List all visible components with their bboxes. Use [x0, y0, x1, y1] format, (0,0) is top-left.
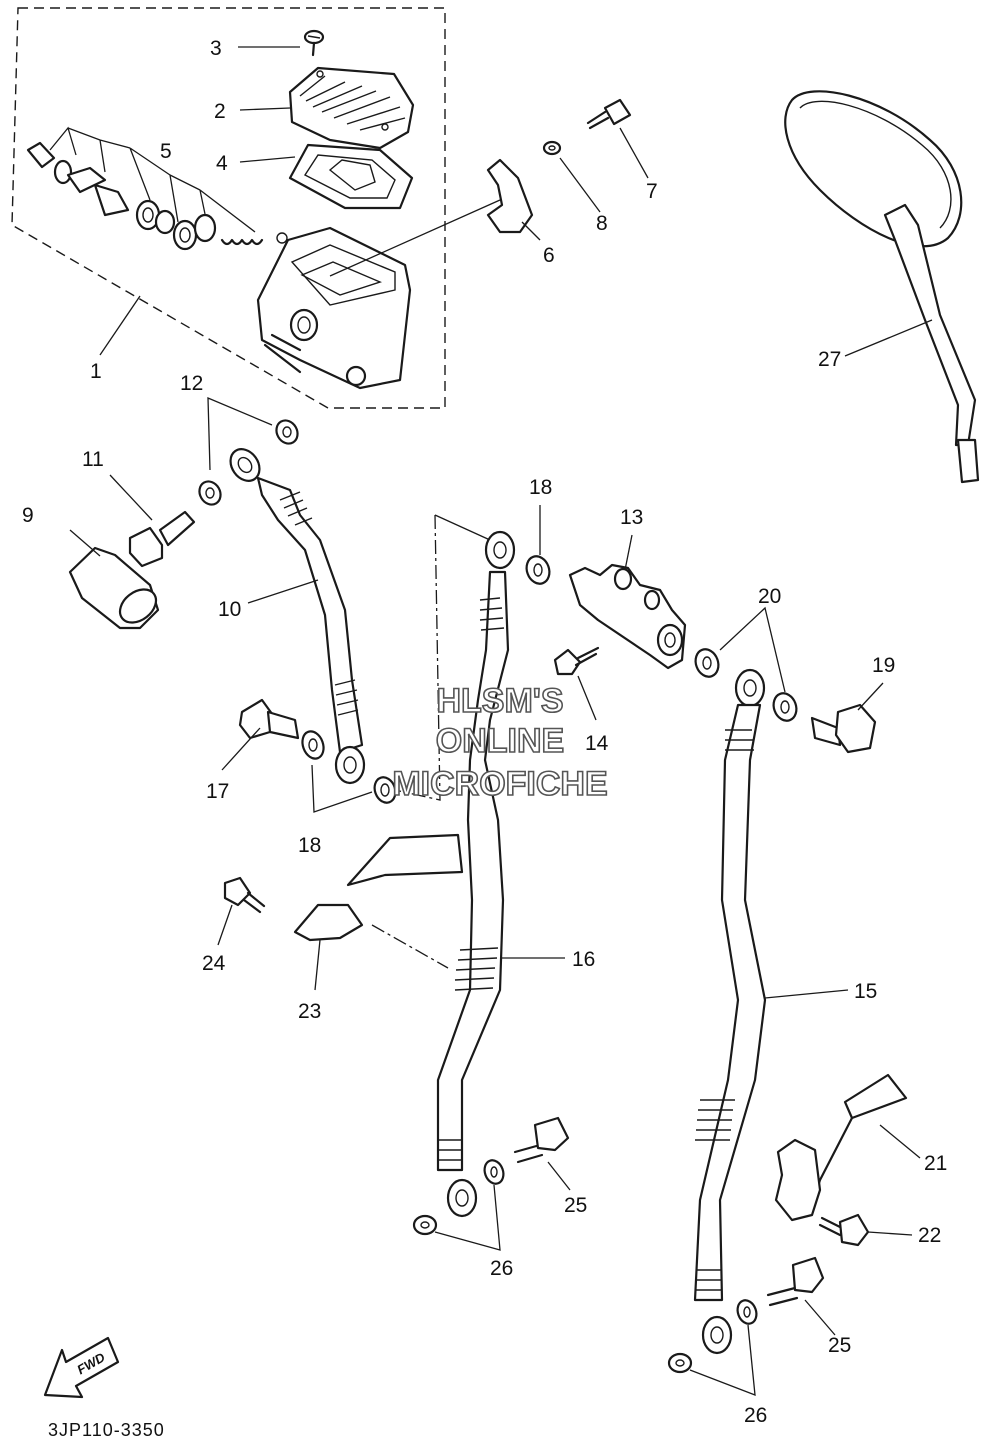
bolt-part-22 [818, 1213, 870, 1247]
brake-hose-part-16 [394, 514, 516, 1218]
callout-22: 22 [918, 1224, 941, 1247]
callout-7: 7 [646, 180, 658, 203]
washer-part-8 [542, 140, 562, 156]
joint-part-13 [568, 563, 687, 670]
watermark-line-1: HLSM'S [436, 682, 563, 720]
clamp-part-21 [774, 1073, 908, 1222]
callout-26-lower: 26 [744, 1404, 767, 1427]
brake-hose-part-15 [693, 668, 767, 1355]
callout-13: 13 [620, 506, 643, 529]
clamp-part-23 [293, 833, 464, 969]
bolt-part-24 [223, 876, 266, 914]
cover-part-9 [68, 546, 160, 630]
union-bolt-part-19 [810, 703, 877, 754]
callout-5: 5 [160, 140, 172, 163]
bolt-part-25-lower [766, 1256, 825, 1307]
callout-leaders [69, 46, 933, 1336]
callout-10: 10 [218, 598, 241, 621]
callout-19: 19 [872, 654, 895, 677]
callout-8: 8 [596, 212, 608, 235]
callout-16: 16 [572, 948, 595, 971]
brake-hose-part-10 [229, 448, 366, 785]
diagram-code: 3JP110-3350 [48, 1420, 165, 1440]
callout-4: 4 [216, 152, 228, 175]
watermark: HLSM'S ONLINE MICROFICHE [392, 681, 609, 804]
callout-15: 15 [854, 980, 877, 1003]
washers-part-18-left [301, 730, 397, 813]
bolt-part-25-upper [513, 1116, 570, 1164]
callout-24: 24 [202, 952, 226, 975]
washers-part-26-upper [412, 1159, 505, 1251]
screw-part-3 [303, 29, 325, 57]
washers-part-26-lower [667, 1299, 758, 1396]
callout-18-left: 18 [298, 834, 321, 857]
washer-part-18-right [525, 555, 551, 585]
callout-14: 14 [585, 732, 609, 755]
callout-12: 12 [180, 372, 203, 395]
piston-kit-part-5 [26, 126, 264, 251]
washer-part-12 [198, 397, 299, 506]
watermark-line-2: ONLINE [436, 722, 564, 760]
mirror-part-27 [784, 90, 980, 484]
washers-part-20 [694, 606, 798, 722]
callout-2: 2 [214, 100, 226, 123]
reservoir-cap-part-2 [288, 66, 415, 150]
callout-27: 27 [818, 348, 841, 371]
union-bolt-part-17 [238, 698, 300, 740]
callout-3: 3 [210, 37, 222, 60]
assembly-1-boundary [11, 7, 446, 409]
diaphragm-part-4 [288, 143, 414, 210]
master-cylinder-body [256, 226, 412, 390]
callout-18-right: 18 [529, 476, 552, 499]
callout-20: 20 [758, 585, 781, 608]
holder-part-6 [329, 158, 534, 277]
callout-25-upper: 25 [564, 1194, 587, 1217]
bolt-part-7 [586, 98, 632, 130]
callout-9: 9 [22, 504, 34, 527]
callout-17: 17 [206, 780, 229, 803]
callout-23: 23 [298, 1000, 321, 1023]
callout-25-lower: 25 [828, 1334, 851, 1357]
bolt-part-14 [553, 646, 600, 676]
callout-6: 6 [543, 244, 555, 267]
union-bolt-part-11 [128, 510, 196, 568]
callout-1: 1 [90, 360, 102, 383]
watermark-line-3: MICROFICHE [392, 765, 607, 803]
callout-26-upper: 26 [490, 1257, 513, 1280]
callout-11: 11 [82, 448, 104, 471]
fwd-arrow-icon: FWD [43, 1336, 120, 1399]
callout-labels: 1 2 3 4 5 6 7 8 9 10 11 12 13 14 15 16 1… [22, 37, 947, 1427]
callout-21: 21 [924, 1152, 947, 1175]
